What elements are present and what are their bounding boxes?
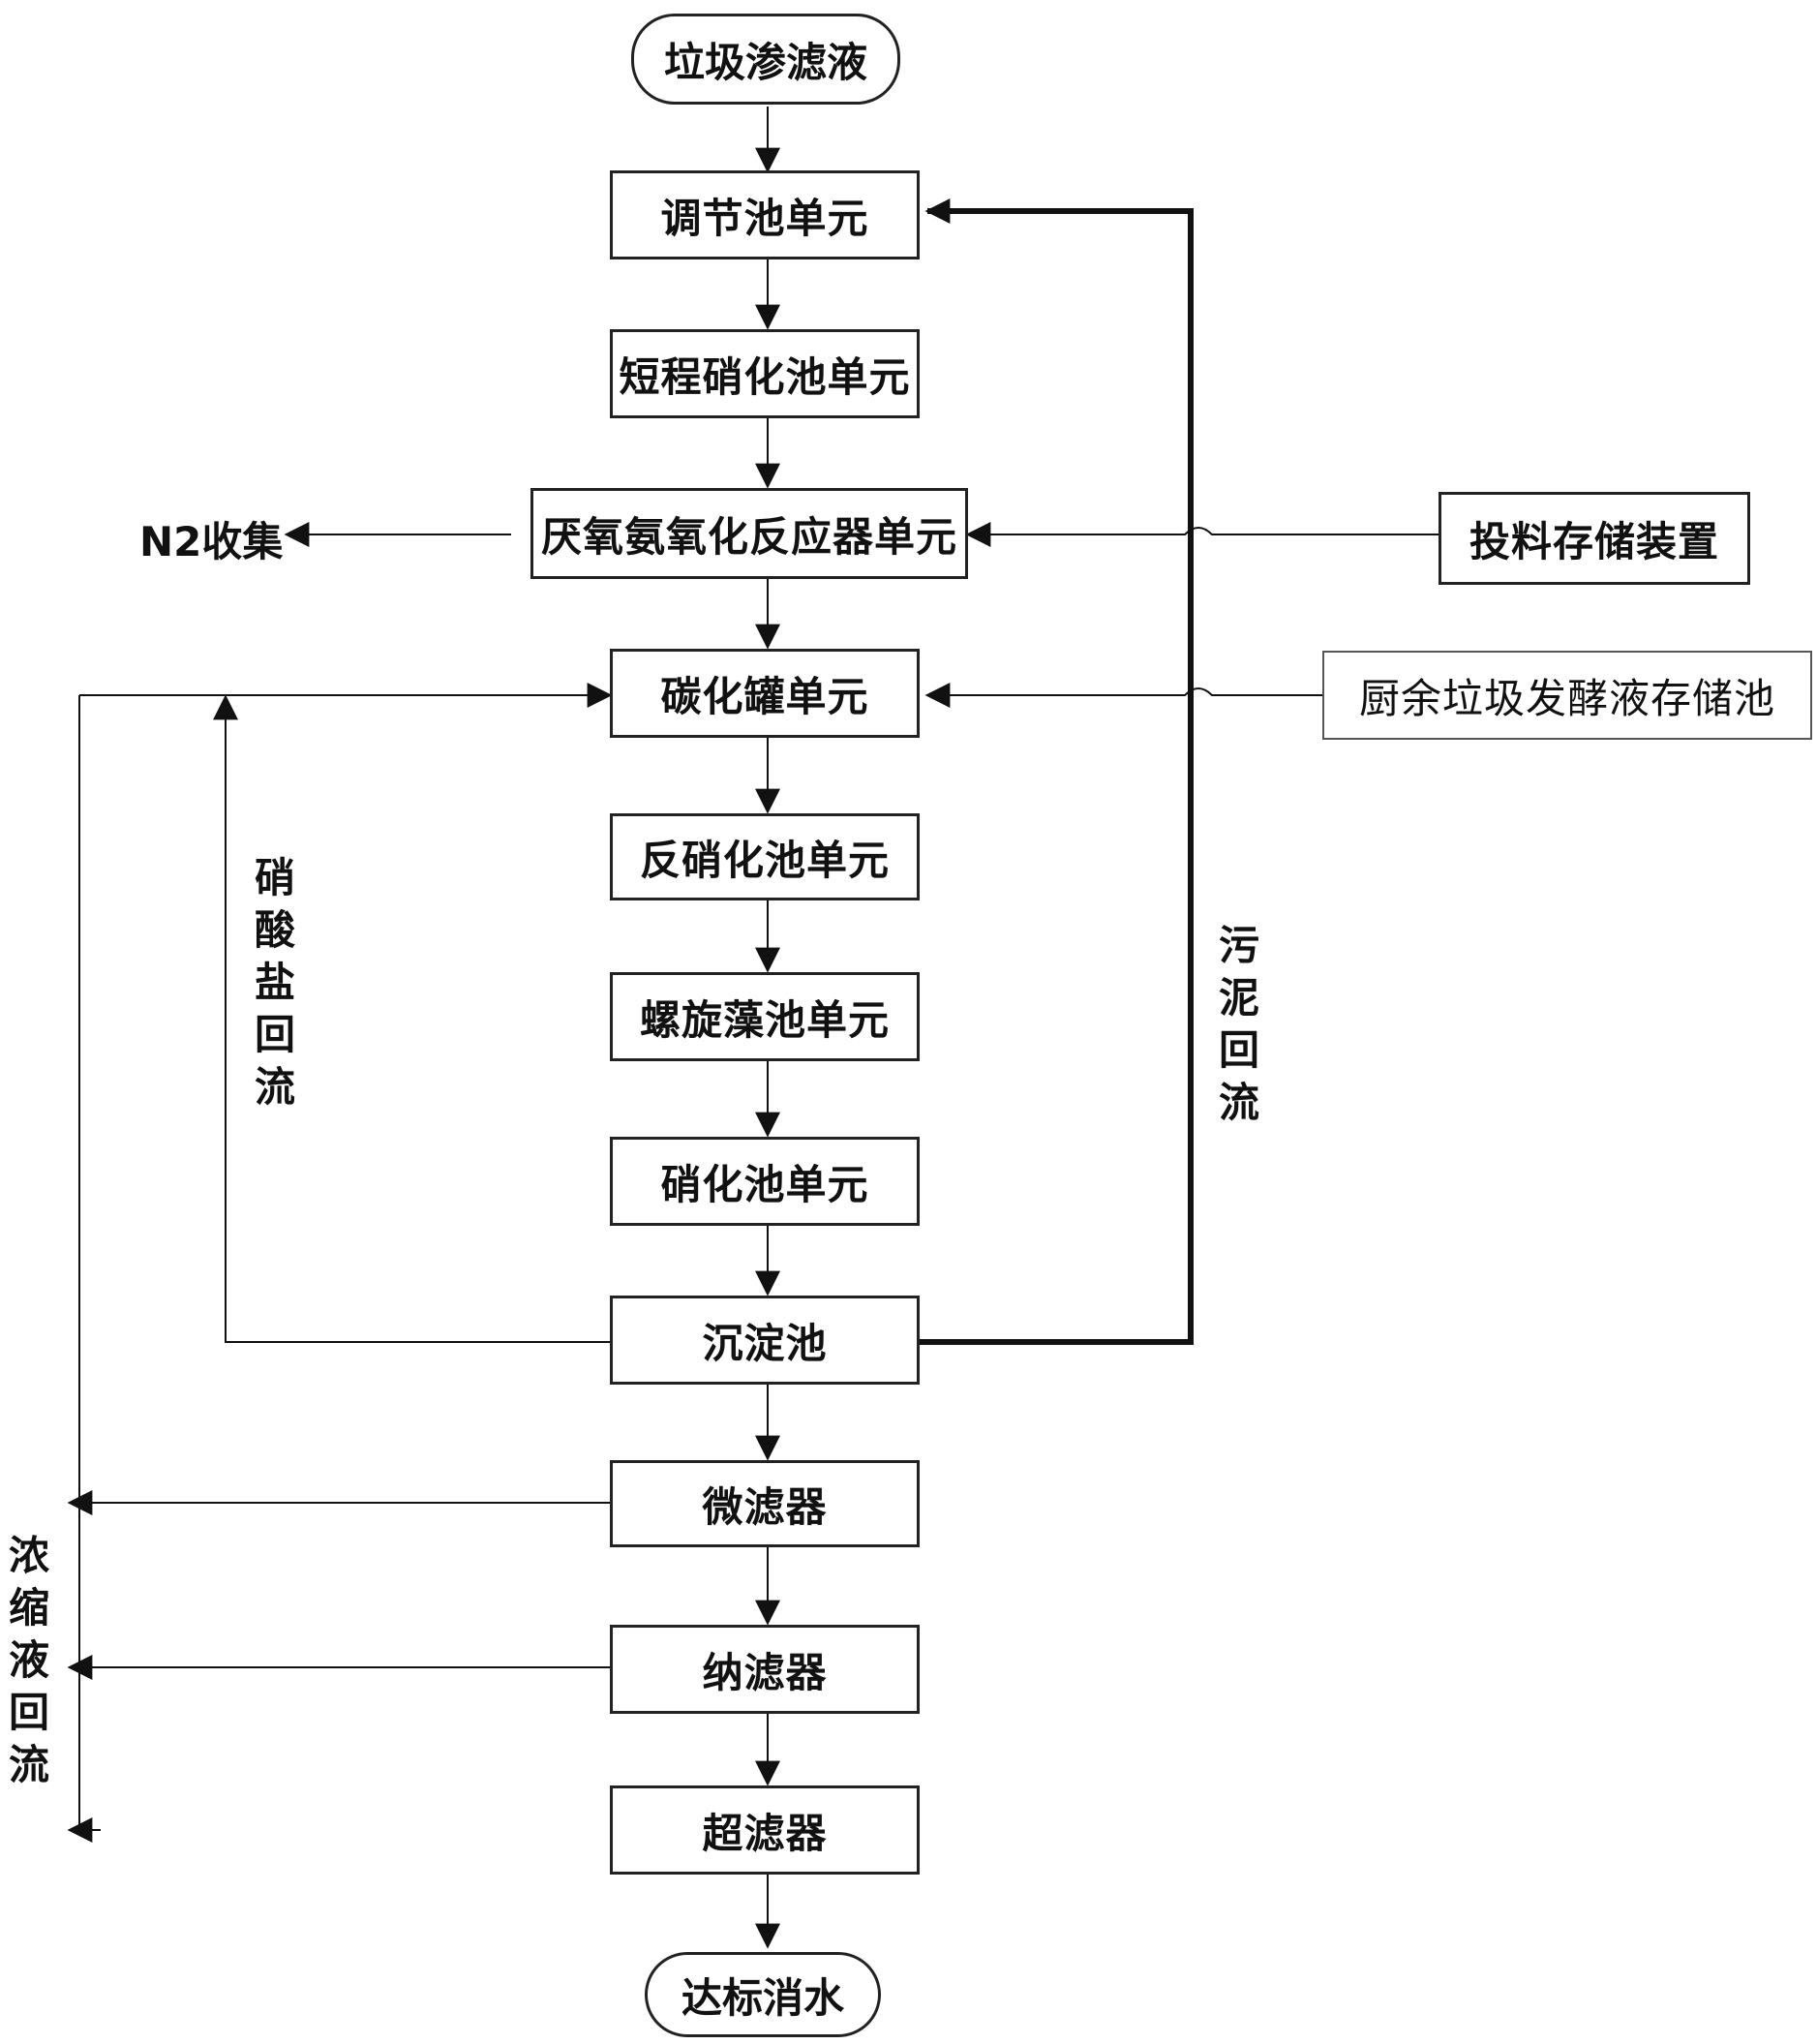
n2-collection-label: N2收集	[139, 518, 284, 565]
tiaojie-unit: 调节池单元	[610, 170, 920, 259]
chaolv-unit: 超滤器	[610, 1785, 920, 1875]
nalv-unit: 纳滤器	[610, 1625, 920, 1714]
duancheng-unit: 短程硝化池单元	[610, 329, 920, 418]
tanhua-unit: 碳化罐单元	[610, 649, 920, 738]
luoxuanzao-unit: 螺旋藻池单元	[610, 972, 920, 1061]
output-terminal: 达标消水	[645, 1952, 881, 2037]
anammox-unit: 厌氧氨氧化反应器单元	[530, 488, 968, 579]
weilv-unit: 微滤器	[610, 1460, 920, 1547]
sludge-return-label: 污泥回流	[1218, 922, 1259, 1126]
feed-storage-box: 投料存储装置	[1438, 492, 1750, 585]
chendian-unit: 沉淀池	[610, 1296, 920, 1385]
arrow-kitchen-waste	[924, 683, 1322, 708]
arrow-feed-storage	[965, 522, 1438, 547]
kitchen-waste-box: 厨余垃圾发酵液存储池	[1322, 651, 1812, 740]
nitrate-return-line	[213, 694, 610, 1343]
concentrate-return-label: 浓缩液回流	[8, 1532, 49, 1788]
fanxiaohua-unit: 反硝化池单元	[610, 813, 920, 900]
xiaohua-unit: 硝化池单元	[610, 1137, 920, 1226]
source-terminal: 垃圾渗滤液	[631, 14, 900, 105]
nitrate-return-label: 硝酸盐回流	[254, 854, 295, 1111]
sludge-return-line	[920, 198, 1194, 1345]
